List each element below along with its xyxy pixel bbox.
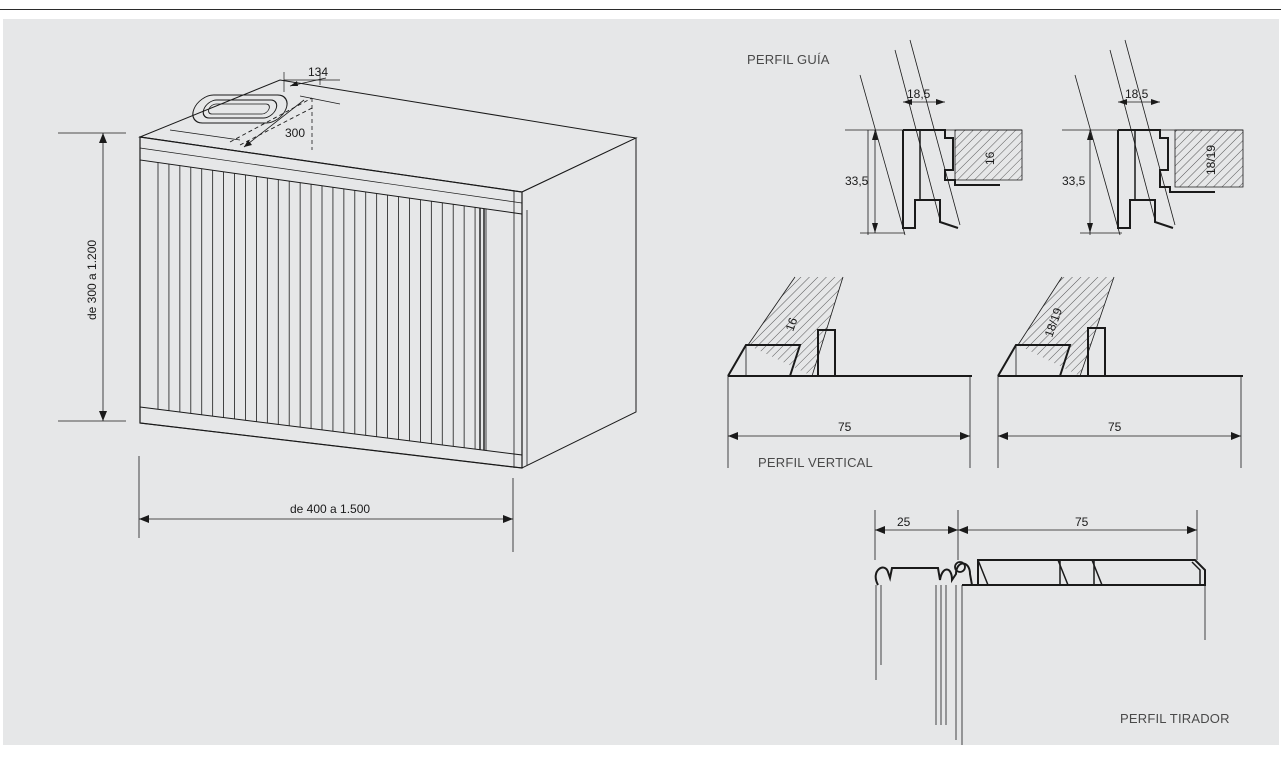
pull-dim-75: 75 <box>1075 515 1089 529</box>
vert-a-board: 16 <box>783 315 801 333</box>
vert-a-width: 75 <box>838 420 852 434</box>
guide-b-board: 18/19 <box>1204 145 1218 175</box>
height-range-label: de 300 a 1.200 <box>85 240 99 320</box>
vertical-profile-title: PERFIL VERTICAL <box>758 455 873 470</box>
pull-profile-title: PERFIL TIRADOR <box>1120 711 1230 726</box>
guide-profile-a: 18,5 33,5 16 <box>845 39 1023 236</box>
dim-300: 300 <box>285 126 305 140</box>
guide-a-height: 33,5 <box>845 174 869 188</box>
dim-134: 134 <box>308 65 328 79</box>
top-rule <box>0 9 1281 10</box>
shutter-slats <box>157 162 487 451</box>
guide-b-width: 18,5 <box>1125 87 1149 101</box>
guide-profile-title: PERFIL GUÍA <box>747 52 830 67</box>
guide-a-width: 18,5 <box>907 87 931 101</box>
vert-b-width: 75 <box>1108 420 1122 434</box>
width-range-label: de 400 a 1.500 <box>290 502 370 516</box>
vertical-profile-a: 16 75 <box>727 276 972 468</box>
vertical-profile-b: 18/19 75 <box>997 276 1243 468</box>
guide-profile-b: 18,5 33,5 18/19 <box>1062 39 1244 236</box>
guide-b-height: 33,5 <box>1062 174 1086 188</box>
pull-dim-25: 25 <box>897 515 911 529</box>
cabinet-drawing: 134 300 de 300 a 1.200 de 400 a 1.500 <box>58 65 638 552</box>
guide-a-board: 16 <box>983 151 997 165</box>
pull-profile: 25 75 <box>874 510 1206 745</box>
